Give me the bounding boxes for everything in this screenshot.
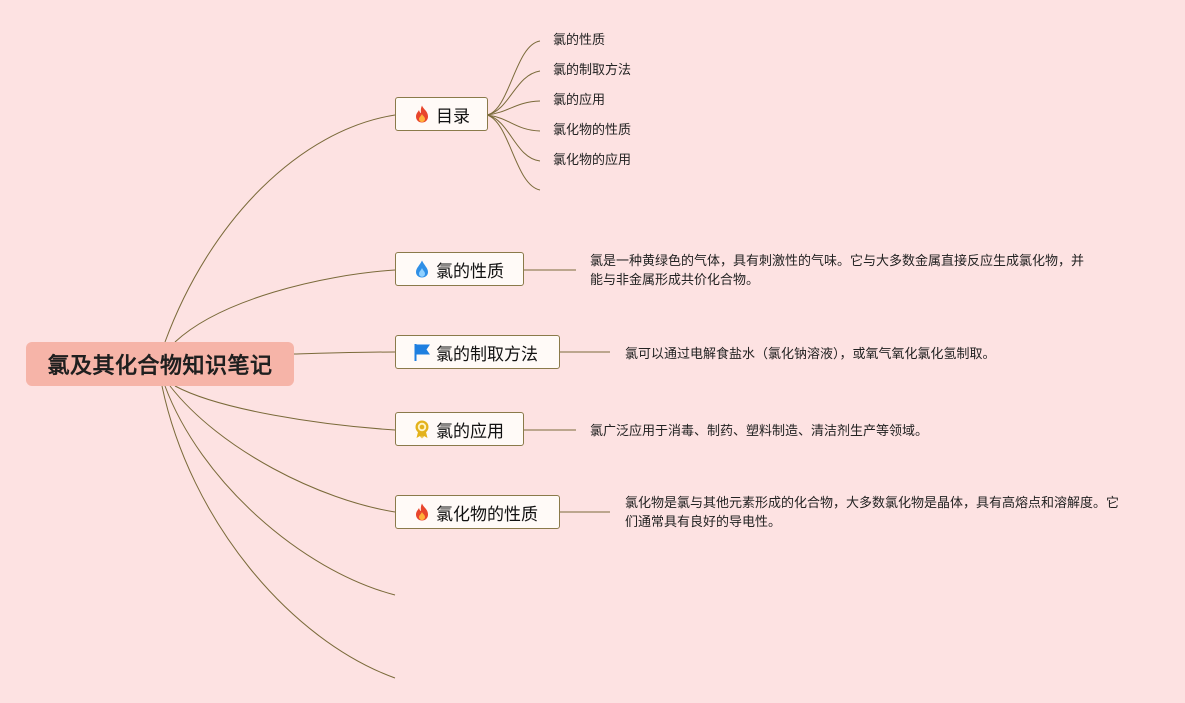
award-ribbon-icon — [412, 419, 432, 439]
toc-item-chlorine-preparation[interactable]: 氯的制取方法 — [553, 63, 632, 78]
topic-node-label: 氯的应用 — [436, 421, 504, 442]
chlorine-preparation-description: 氯可以通过电解食盐水（氯化钠溶液），或氧气氧化氯化氢制取。 — [625, 347, 996, 362]
topic-node-label: 氯化物的性质 — [436, 504, 538, 525]
fire-icon — [412, 104, 432, 124]
topic-node-chlorine-applications[interactable]: 氯的应用 — [395, 412, 524, 446]
topic-node-label: 氯的制取方法 — [436, 344, 538, 365]
topic-node-chloride-properties[interactable]: 氯化物的性质 — [395, 495, 560, 529]
root-topic[interactable]: 氯及其化合物知识笔记 — [26, 342, 294, 386]
topic-node-label: 氯的性质 — [436, 261, 504, 282]
toc-item-chlorine-properties[interactable]: 氯的性质 — [553, 33, 606, 48]
fire-icon — [412, 502, 432, 522]
topic-node-chlorine-properties[interactable]: 氯的性质 — [395, 252, 524, 286]
chlorine-properties-description: 氯是一种黄绿色的气体，具有刺激性的气味。它与大多数金属直接反应生成氯化物，并能与… — [590, 254, 1085, 288]
flag-icon — [412, 342, 432, 362]
toc-item-chloride-properties[interactable]: 氯化物的性质 — [553, 123, 632, 138]
chloride-properties-description: 氯化物是氯与其他元素形成的化合物，大多数氯化物是晶体，具有高熔点和溶解度。它们通… — [625, 496, 1120, 530]
toc-item-chlorine-applications[interactable]: 氯的应用 — [553, 93, 606, 108]
toc-item-chloride-applications[interactable]: 氯化物的应用 — [553, 153, 632, 168]
root-topic-label: 氯及其化合物知识笔记 — [47, 354, 273, 379]
chlorine-applications-description: 氯广泛应用于消毒、制药、塑料制造、清洁剂生产等领域。 — [590, 424, 929, 439]
topic-node-toc[interactable]: 目录 — [395, 97, 488, 131]
water-drop-icon — [412, 259, 432, 279]
topic-node-chlorine-preparation[interactable]: 氯的制取方法 — [395, 335, 560, 369]
topic-node-label: 目录 — [436, 106, 470, 127]
